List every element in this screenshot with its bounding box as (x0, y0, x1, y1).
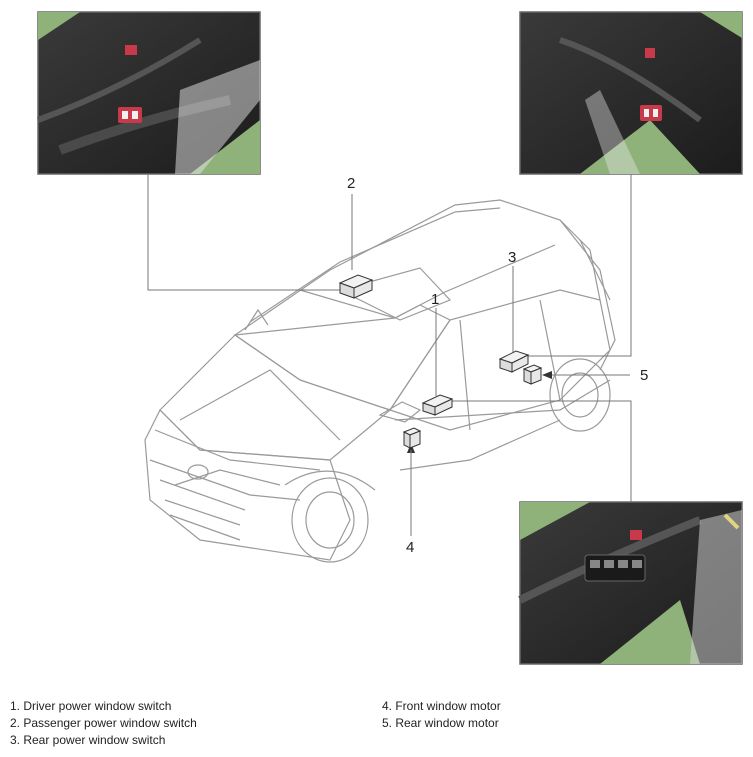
photo-driver-door (518, 501, 743, 665)
callout-3: 3 (508, 249, 516, 266)
callout-2: 2 (347, 175, 355, 192)
legend-left: 1. Driver power window switch 2. Passeng… (10, 698, 197, 749)
front-window-motor-box (402, 427, 422, 449)
callout-5: 5 (640, 367, 648, 384)
passenger-switch-box (338, 274, 374, 299)
callout-4: 4 (406, 539, 414, 556)
legend-item-3: 3. Rear power window switch (10, 733, 166, 747)
driver-switch-box (421, 394, 454, 416)
arrow-5 (542, 371, 552, 379)
leader-lines (147, 174, 632, 502)
legend-item-1: 1. Driver power window switch (10, 699, 172, 713)
photo-rear-door-right (519, 11, 743, 175)
rear-window-motor-box (522, 364, 543, 385)
callout-1: 1 (431, 291, 439, 308)
legend-item-4: 4. Front window motor (382, 699, 501, 713)
legend-item-5: 5. Rear window motor (382, 716, 499, 730)
photo-passenger-door-left (36, 11, 261, 175)
legend-right: 4. Front window motor 5. Rear window mot… (382, 698, 501, 732)
car-illustration (144, 199, 616, 563)
rear-switch-box (498, 350, 530, 373)
legend-item-2: 2. Passenger power window switch (10, 716, 197, 730)
